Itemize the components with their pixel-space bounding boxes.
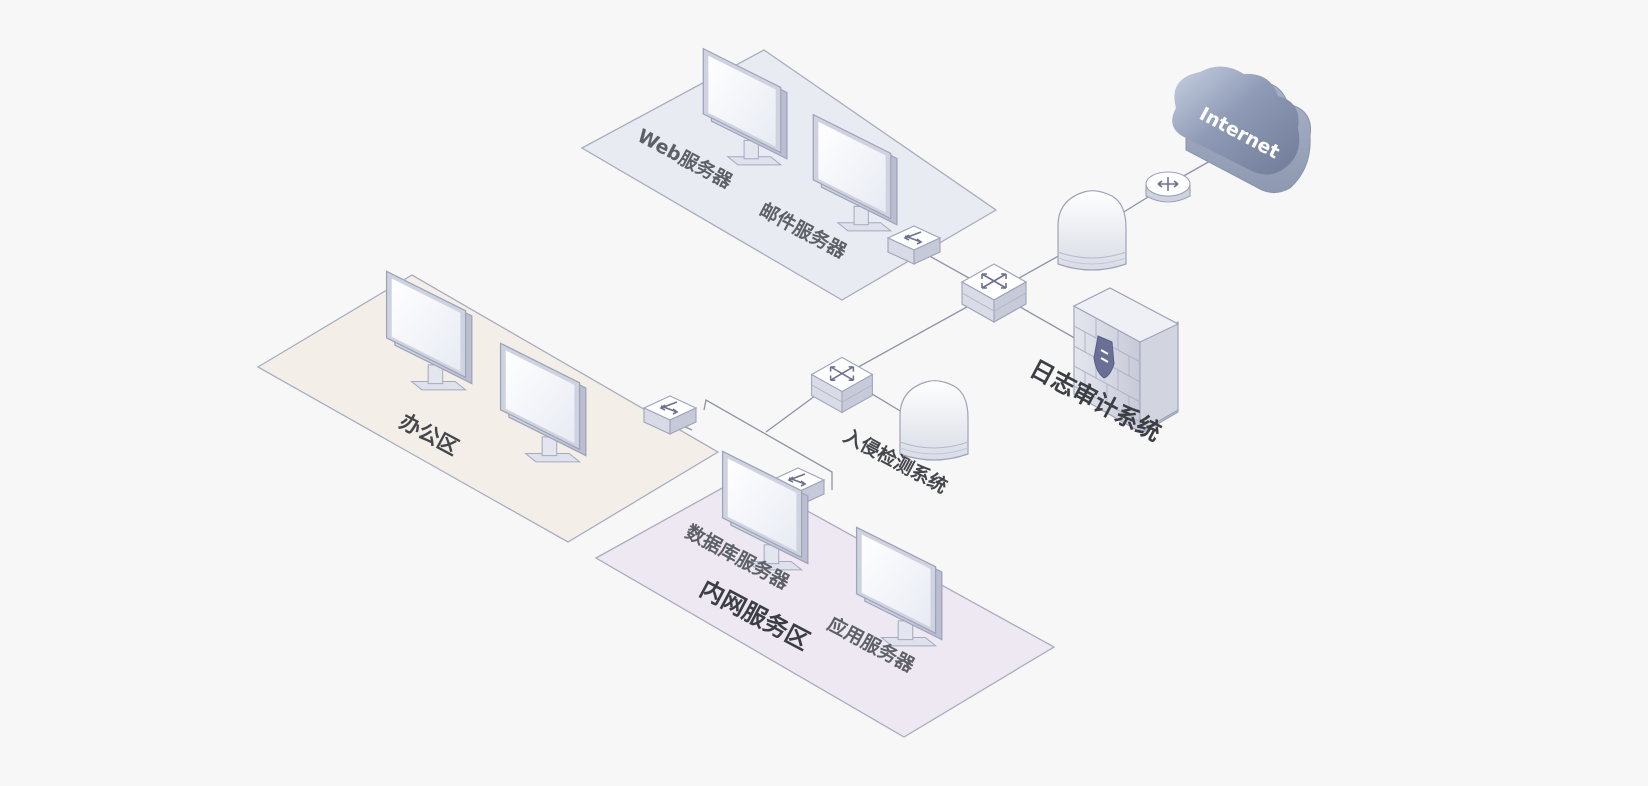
distribution-switch [810, 356, 874, 414]
office-zone [256, 274, 720, 543]
ids-appliance [899, 380, 969, 461]
router [1145, 171, 1191, 203]
firewall-appliance [1057, 190, 1127, 271]
internet-cloud: Internet [1172, 66, 1312, 194]
dmz-zone [580, 49, 998, 301]
intranet-zone [594, 475, 1056, 738]
log-audit-appliance [1072, 287, 1180, 433]
core-switch [961, 263, 1027, 323]
